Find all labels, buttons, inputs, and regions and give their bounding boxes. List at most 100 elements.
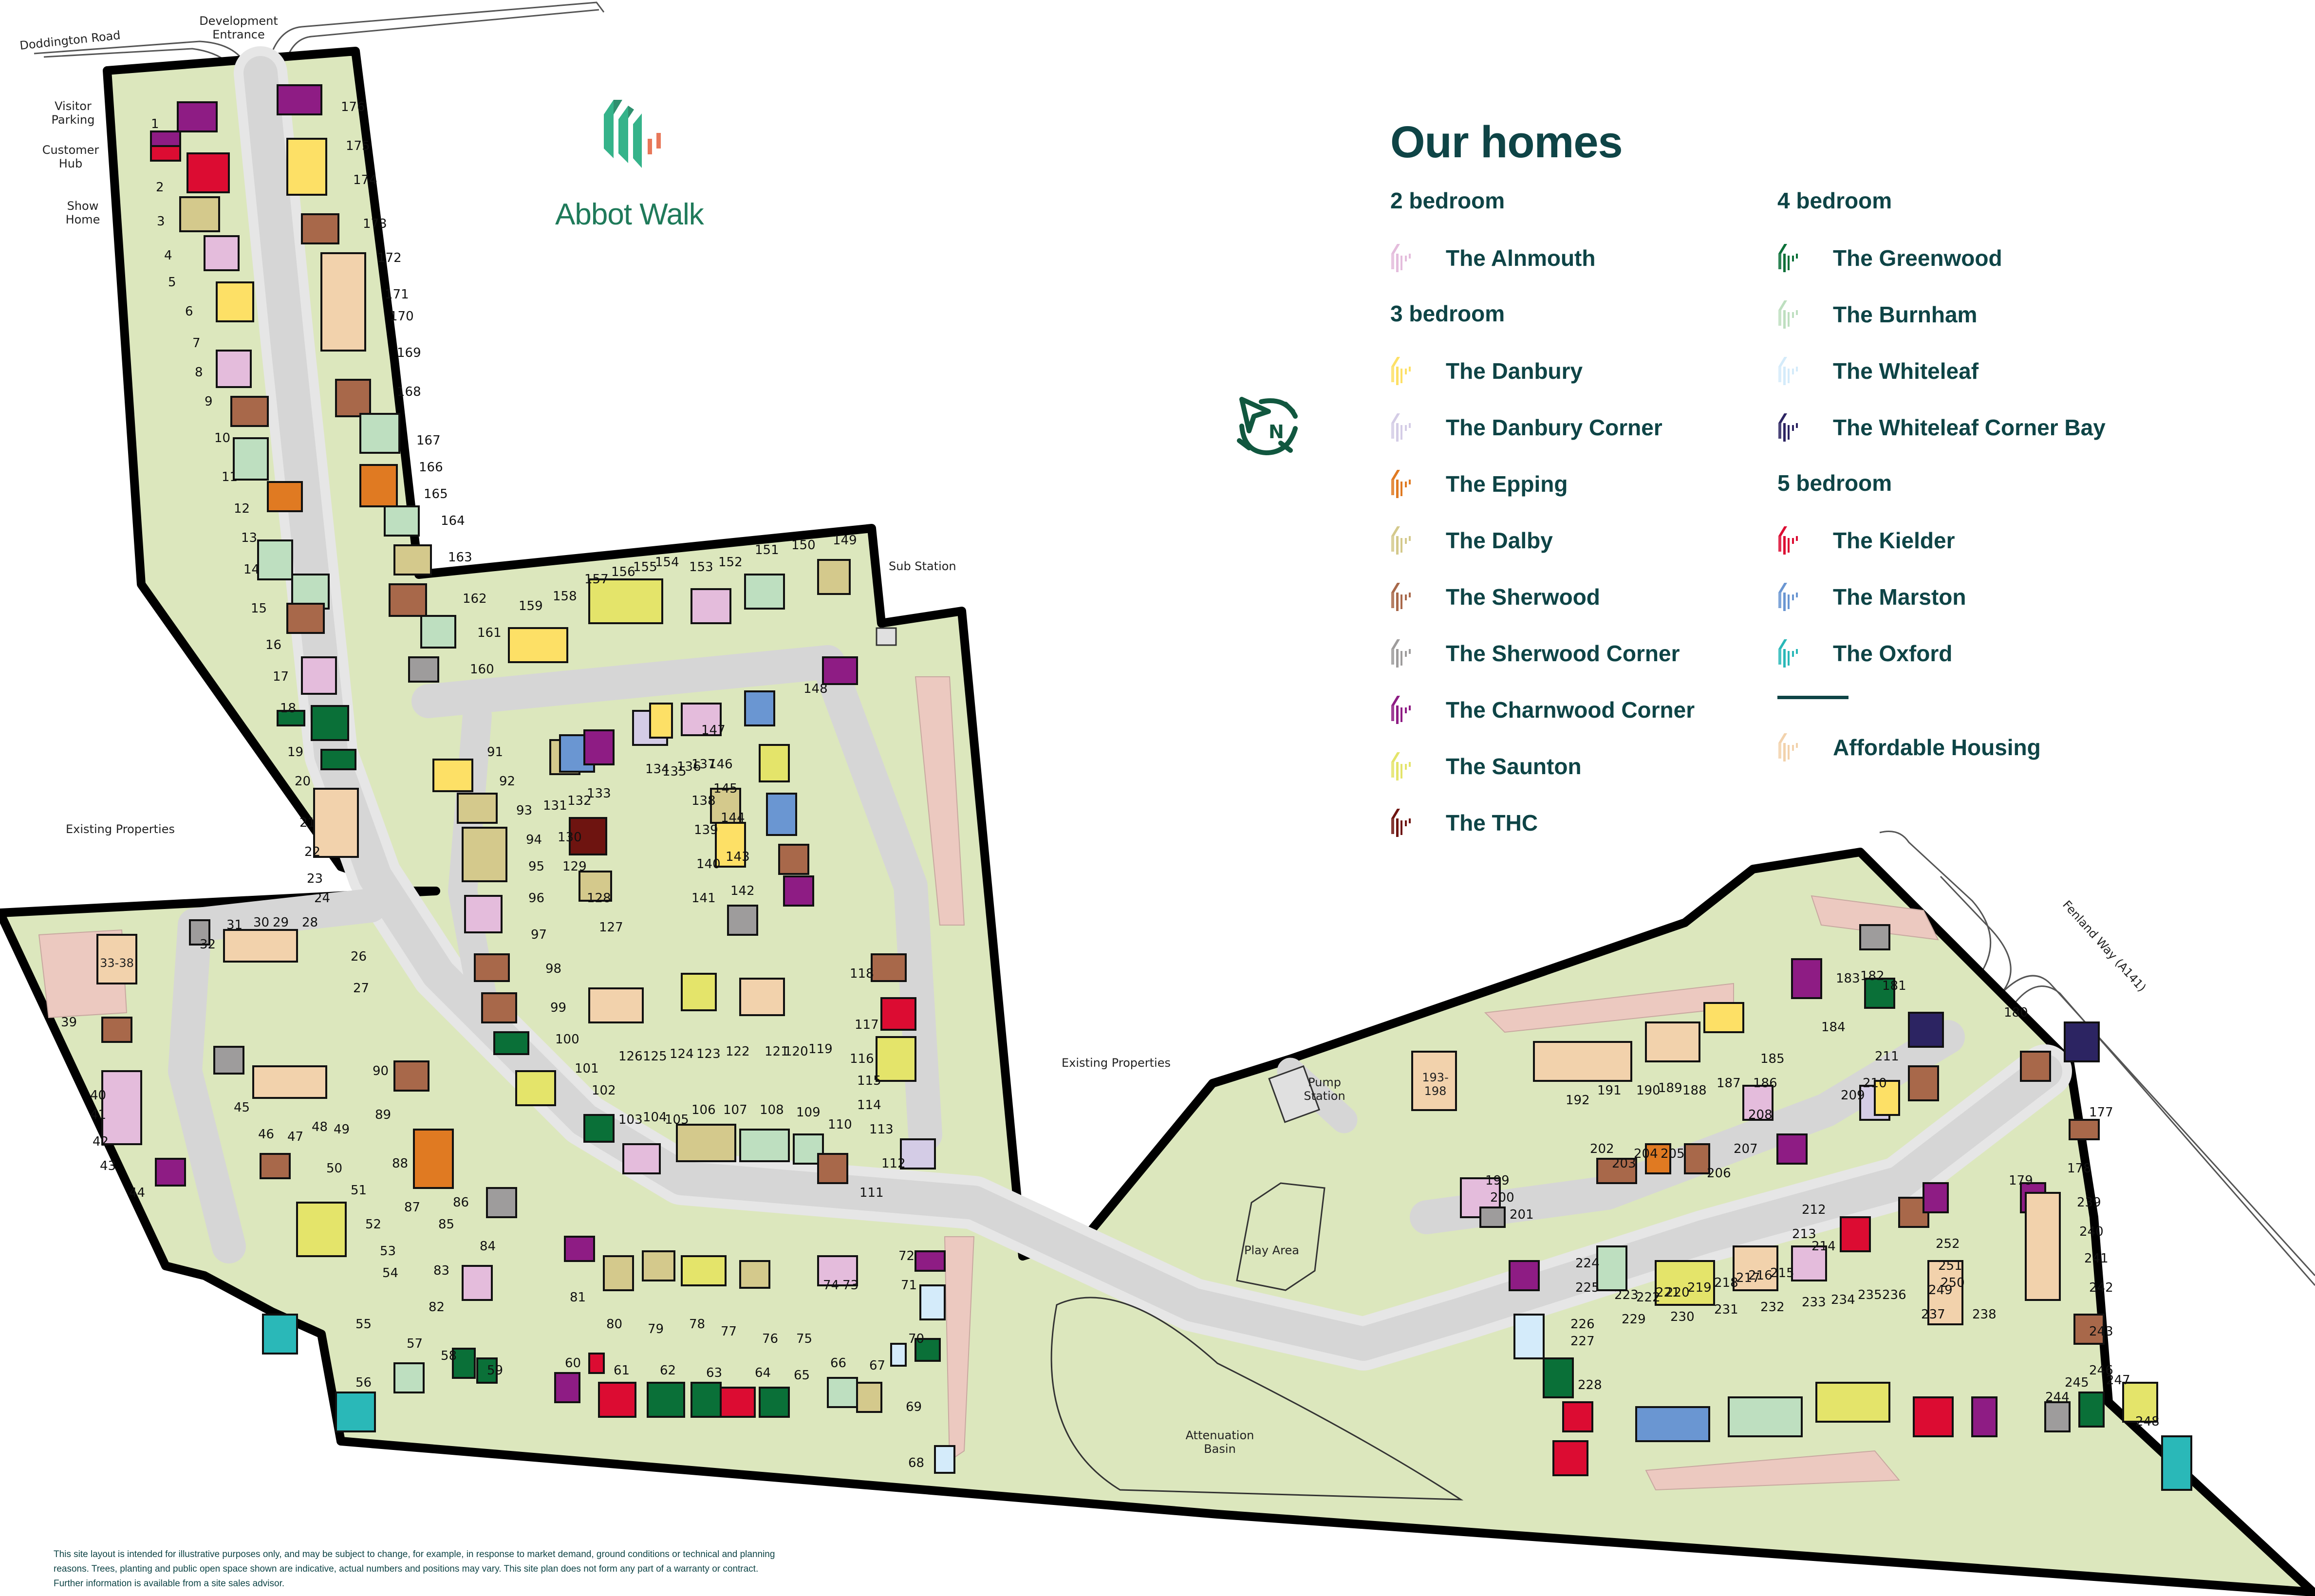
plot-number: 12 xyxy=(234,501,250,516)
plot-number: 249 xyxy=(1928,1283,1953,1298)
legend-item-alnmouth: The Alnmouth xyxy=(1390,244,1760,272)
plot-number: 49 xyxy=(334,1122,350,1137)
plot-number: 201 xyxy=(1510,1207,1534,1222)
plot-number: 191 xyxy=(1597,1083,1622,1098)
plot-number: 171 xyxy=(385,287,409,302)
plot-number: 186 xyxy=(1753,1076,1777,1091)
plot-number: 209 xyxy=(1841,1088,1865,1103)
plot-number: 215 xyxy=(1770,1266,1794,1281)
plot-number: 52 xyxy=(365,1217,382,1232)
plot-number: 23 xyxy=(307,872,323,886)
plot-number: 136 xyxy=(677,760,701,774)
plot-number: 223 xyxy=(1614,1288,1639,1302)
plot-number: 26 xyxy=(351,949,367,964)
plot-number: 131 xyxy=(543,798,567,813)
plot-number: 27 xyxy=(353,981,370,996)
north-compass-icon: N xyxy=(1237,397,1298,456)
plot-number: 203 xyxy=(1612,1156,1636,1171)
plot-number: 56 xyxy=(355,1375,372,1390)
plot-number: 185 xyxy=(1760,1052,1785,1066)
plot-number: 238 xyxy=(1972,1307,1997,1322)
plot-number: 60 xyxy=(565,1356,581,1371)
house-type-icon xyxy=(1391,244,1411,272)
plot-number: 121 xyxy=(765,1044,789,1059)
house-type-icon xyxy=(1778,244,1798,272)
plot-number: 59 xyxy=(487,1363,504,1378)
plot-number: 105 xyxy=(665,1113,689,1127)
house-type-icon xyxy=(1778,526,1798,555)
existing-properties-west-label: Existing Properties xyxy=(66,822,175,836)
plot-number: 127 xyxy=(599,920,623,935)
house-type-icon xyxy=(1778,733,1798,761)
plot-number: 110 xyxy=(828,1117,852,1132)
house-type-icon xyxy=(1391,809,1411,837)
plot-number: 199 xyxy=(1485,1173,1510,1188)
plot-number: 5 xyxy=(168,275,176,290)
plot-number: 139 xyxy=(694,823,718,837)
plot-number: 117 xyxy=(855,1018,879,1032)
plot-number: 226 xyxy=(1570,1317,1595,1332)
plot-number: 47 xyxy=(287,1130,304,1144)
plot-number: 137 xyxy=(691,757,716,772)
legend-item-burnham: The Burnham xyxy=(1777,300,2147,329)
plot-number: 69 xyxy=(906,1400,922,1414)
plot-number: 50 xyxy=(326,1161,343,1176)
plot-number: 53 xyxy=(380,1244,396,1259)
plot-number: 142 xyxy=(730,884,755,898)
plot-number: 118 xyxy=(850,966,874,981)
plot-number: 153 xyxy=(689,560,713,575)
plot-number: 169 xyxy=(397,346,421,360)
plot-number: 128 xyxy=(587,891,611,906)
plot-number: 83 xyxy=(433,1263,450,1278)
plot-number: 237 xyxy=(1921,1307,1945,1322)
plot-number: 230 xyxy=(1670,1310,1695,1324)
plot-number: 236 xyxy=(1882,1288,1906,1302)
block-33-38-label: 33-38 xyxy=(100,956,134,970)
plot-number: 80 xyxy=(606,1317,623,1332)
plot-number: 207 xyxy=(1734,1142,1758,1156)
plot-number: 39 xyxy=(61,1015,77,1030)
plot-number: 89 xyxy=(375,1108,392,1122)
plot-number: 114 xyxy=(857,1098,881,1113)
plot-number: 216 xyxy=(1748,1268,1773,1283)
plot-number: 119 xyxy=(808,1042,833,1057)
plot-number: 218 xyxy=(1714,1276,1738,1290)
plot-number: 160 xyxy=(470,662,494,677)
plot-number: 220 xyxy=(1665,1285,1690,1300)
plot-number: 42 xyxy=(93,1134,109,1149)
plot-number: 251 xyxy=(1938,1259,1962,1273)
legend-column-right: 4 bedroom The Greenwood The Burnham The … xyxy=(1777,187,2147,790)
plot-number: 144 xyxy=(721,811,745,825)
plot-number: 184 xyxy=(1821,1020,1846,1035)
existing-properties-centre-label: Existing Properties xyxy=(1062,1056,1171,1070)
plot-number: 111 xyxy=(859,1186,884,1200)
plot-number: 164 xyxy=(441,514,465,528)
plot-number: 250 xyxy=(1941,1276,1965,1290)
legend-item-sherwood-corner: The Sherwood Corner xyxy=(1390,639,1760,668)
plot-number: 98 xyxy=(545,962,562,976)
plot-number: 67 xyxy=(869,1358,886,1373)
plot-number: 170 xyxy=(390,309,414,324)
plot-number: 19 xyxy=(287,745,304,760)
plot-number: 217 xyxy=(1736,1271,1760,1285)
plot-number: 211 xyxy=(1875,1049,1899,1064)
house-blocks xyxy=(96,84,2192,1491)
plot-number: 62 xyxy=(660,1363,676,1378)
disclaimer-text: This site layout is intended for illustr… xyxy=(54,1549,775,1589)
plot-number: 243 xyxy=(2089,1324,2113,1339)
plot-number: 92 xyxy=(499,774,516,789)
pump-station-label: Pump Station xyxy=(1304,1076,1345,1103)
homes-legend: Our homes 2 bedroom The Alnmouth 3 bedro… xyxy=(1390,117,2267,837)
legend-group-4-bedroom: 4 bedroom xyxy=(1777,188,1892,213)
plot-number: 135 xyxy=(662,764,687,779)
plot-number: 101 xyxy=(575,1061,599,1076)
plot-number: 148 xyxy=(803,682,828,696)
plot-number: 150 xyxy=(791,538,816,553)
plot-number: 58 xyxy=(441,1349,457,1363)
plot-number: 212 xyxy=(1802,1203,1826,1217)
plot-number: 2 xyxy=(156,180,164,195)
plot-number: 235 xyxy=(1858,1288,1882,1302)
plot-number: 143 xyxy=(726,850,750,864)
plot-number: 124 xyxy=(670,1047,694,1061)
plot-number: 4 xyxy=(164,248,172,263)
